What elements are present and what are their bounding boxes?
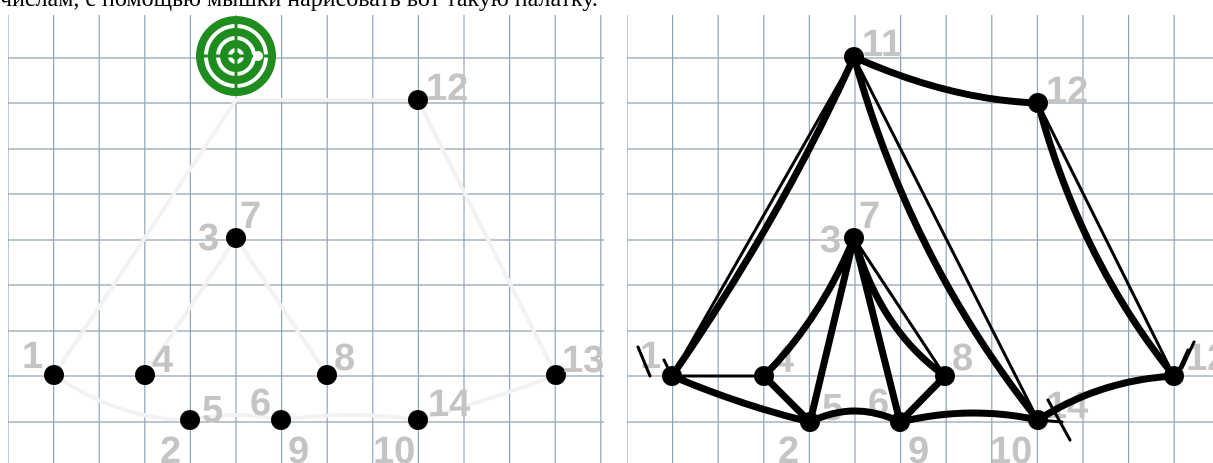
left-panel[interactable]: 1 2 3 4 5 6 7 8 9 10 12 13 14	[8, 12, 604, 463]
point-7-label: 7	[240, 195, 261, 237]
r-point-10-dot	[1028, 410, 1048, 430]
right-panel: 11 12 3 7 1 4 8 5 6 2 9 10 14 12	[627, 12, 1213, 463]
point-9-label: 9	[288, 430, 309, 463]
r-point-10-label: 10	[990, 430, 1032, 463]
r-point-2-label: 2	[778, 430, 799, 463]
r-point-11-label: 11	[862, 23, 902, 65]
r-point-13-dot	[1164, 366, 1184, 386]
point-1-dot[interactable]	[44, 365, 64, 385]
point-5-label: 5	[202, 389, 223, 431]
r-point-5-label: 5	[822, 387, 843, 429]
point-2-label: 2	[160, 430, 181, 463]
point-12-dot[interactable]	[408, 90, 428, 110]
point-12-label: 12	[426, 67, 468, 109]
tent-drawing	[638, 57, 1194, 440]
point-10-dot[interactable]	[408, 410, 428, 430]
r-point-9-dot	[890, 412, 910, 432]
point-1-label: 1	[22, 335, 43, 377]
point-4-label: 4	[152, 339, 173, 381]
left-grid	[8, 12, 604, 463]
point-14-label: 14	[428, 383, 470, 425]
point-6-dot[interactable]	[271, 410, 291, 430]
r-point-8-label: 8	[952, 337, 973, 379]
point-6-label: 6	[250, 382, 271, 424]
point-2-dot[interactable]	[180, 410, 200, 430]
point-3-label: 3	[198, 217, 219, 259]
r-point-1-dot	[662, 366, 682, 386]
r-point-3-dot	[844, 228, 864, 248]
r-point-9-label: 9	[908, 430, 929, 463]
r-point-4-dot	[754, 366, 774, 386]
r-point-12-label: 12	[1046, 70, 1088, 112]
point-13-label: 13	[562, 339, 604, 381]
faint-tent-outline	[54, 100, 556, 420]
r-point-3-label: 3	[820, 219, 841, 261]
r-point-12-dot	[1028, 93, 1048, 113]
r-point-8-dot	[935, 366, 955, 386]
r-point-13-label-partial: 12	[1186, 337, 1213, 379]
r-point-11-dot	[844, 47, 864, 67]
target-cursor-icon[interactable]	[196, 16, 276, 96]
point-10-label: 10	[373, 430, 415, 463]
point-8-label: 8	[334, 337, 355, 379]
r-point-7-label: 7	[859, 195, 880, 237]
r-point-2-dot	[800, 412, 820, 432]
